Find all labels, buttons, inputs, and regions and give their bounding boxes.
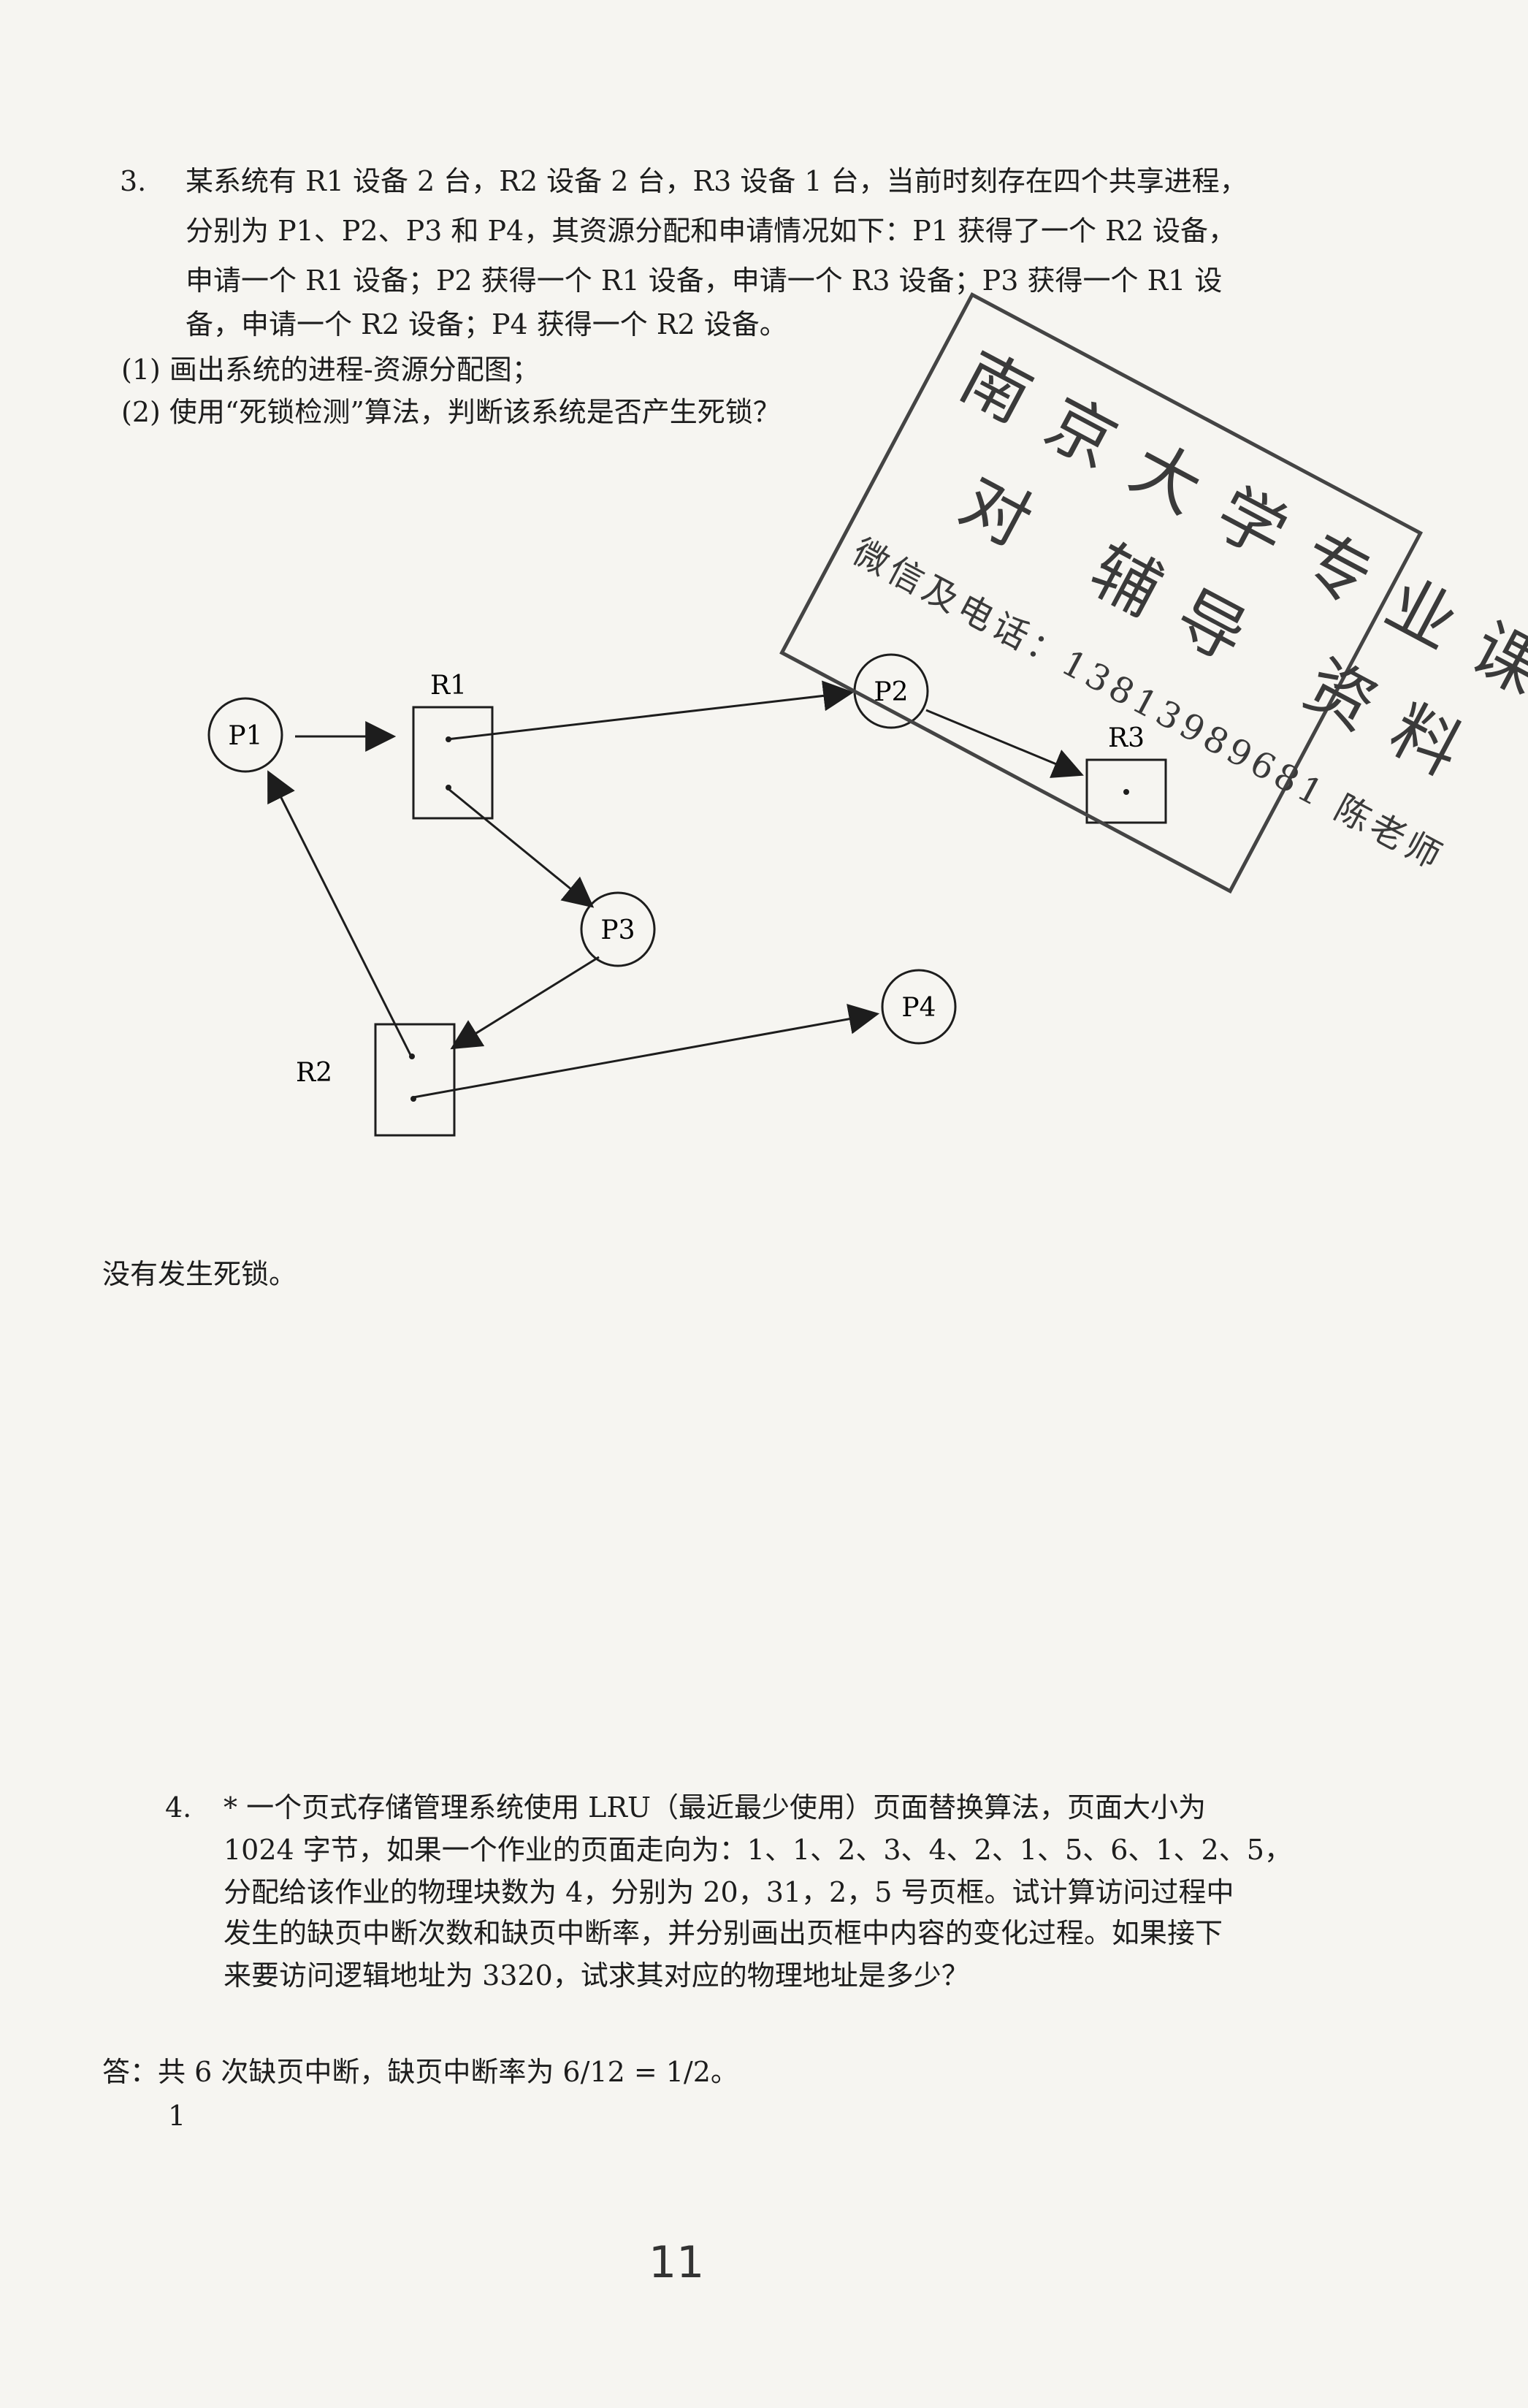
q4-line-2: 1024 字节，如果一个作业的页面走向为：1、1、2、3、4、2、1、5、6、1… [224, 1834, 1292, 1866]
process-p1-label: P1 [228, 721, 262, 751]
r1-instance-1 [446, 736, 451, 742]
process-p2-label: P2 [874, 677, 908, 707]
r2-instance-1 [409, 1054, 415, 1059]
q4-line-3: 分配给该作业的物理块数为 4，分别为 20，31，2，5 号页框。试计算访问过程… [224, 1876, 1234, 1908]
process-p1: P1 [207, 697, 283, 773]
q4-line-5: 来要访问逻辑地址为 3320，试求其对应的物理地址是多少？ [224, 1959, 969, 1992]
q4-answer: 答：共 6 次缺页中断，缺页中断率为 6/12 = 1/2。 [102, 2056, 738, 2088]
q3-line-3: 申请一个 R1 设备；P2 获得一个 R1 设备，申请一个 R3 设备；P3 获… [186, 264, 1223, 297]
edge-r2-to-p4 [413, 1004, 880, 1099]
q3-line-1: 某系统有 R1 设备 2 台，R2 设备 2 台，R3 设备 1 台，当前时刻存… [186, 165, 1248, 197]
q3-sub-2: (2) 使用“死锁检测”算法，判断该系统是否产生死锁？ [121, 396, 781, 428]
q3-line-4: 备，申请一个 R2 设备；P4 获得一个 R2 设备。 [186, 308, 787, 340]
edge-p3-to-r2 [450, 956, 600, 1050]
q4-line-4: 发生的缺页中断次数和缺页中断率，并分别画出页框中内容的变化过程。如果接下 [224, 1917, 1223, 1949]
edge-p2-to-r3 [925, 709, 1084, 778]
q3-answer: 没有发生死锁。 [102, 1258, 297, 1290]
q3-sub-1: (1) 画出系统的进程-资源分配图； [121, 354, 540, 386]
edge-r1-to-p2 [446, 680, 855, 741]
resource-r1-label: R1 [430, 671, 467, 701]
resource-r1: R1 [412, 671, 494, 820]
edge-r1-to-p3 [448, 788, 595, 908]
process-p4: P4 [881, 969, 957, 1045]
process-p3-label: P3 [600, 915, 635, 945]
process-p2: P2 [853, 653, 929, 729]
resource-r3-label: R3 [1108, 723, 1145, 753]
r2-instance-2 [410, 1096, 416, 1102]
resource-r2: R2 [296, 1023, 456, 1137]
r1-instance-2 [446, 785, 451, 790]
process-p3: P3 [580, 891, 656, 967]
q3-number: 3. [120, 165, 147, 197]
q3-line-2: 分别为 P1、P2、P3 和 P4，其资源分配和申请情况如下：P1 获得了一个 … [186, 215, 1236, 247]
edge-r2-to-p1 [267, 770, 412, 1056]
resource-r3: R3 [1085, 723, 1167, 824]
resource-r2-label: R2 [296, 1058, 332, 1088]
page-number: 11 [649, 2237, 705, 2288]
q4-number: 4. [165, 1791, 192, 1824]
process-p4-label: P4 [901, 993, 936, 1023]
q4-line-1: * 一个页式存储管理系统使用 LRU（最近最少使用）页面替换算法，页面大小为 [224, 1791, 1207, 1824]
resource-allocation-graph: P1 P2 P3 P4 R1 R2 R3 [207, 653, 1167, 1137]
r3-instance-1 [1123, 789, 1129, 795]
q4-answer-note: 1 [168, 2100, 186, 2132]
